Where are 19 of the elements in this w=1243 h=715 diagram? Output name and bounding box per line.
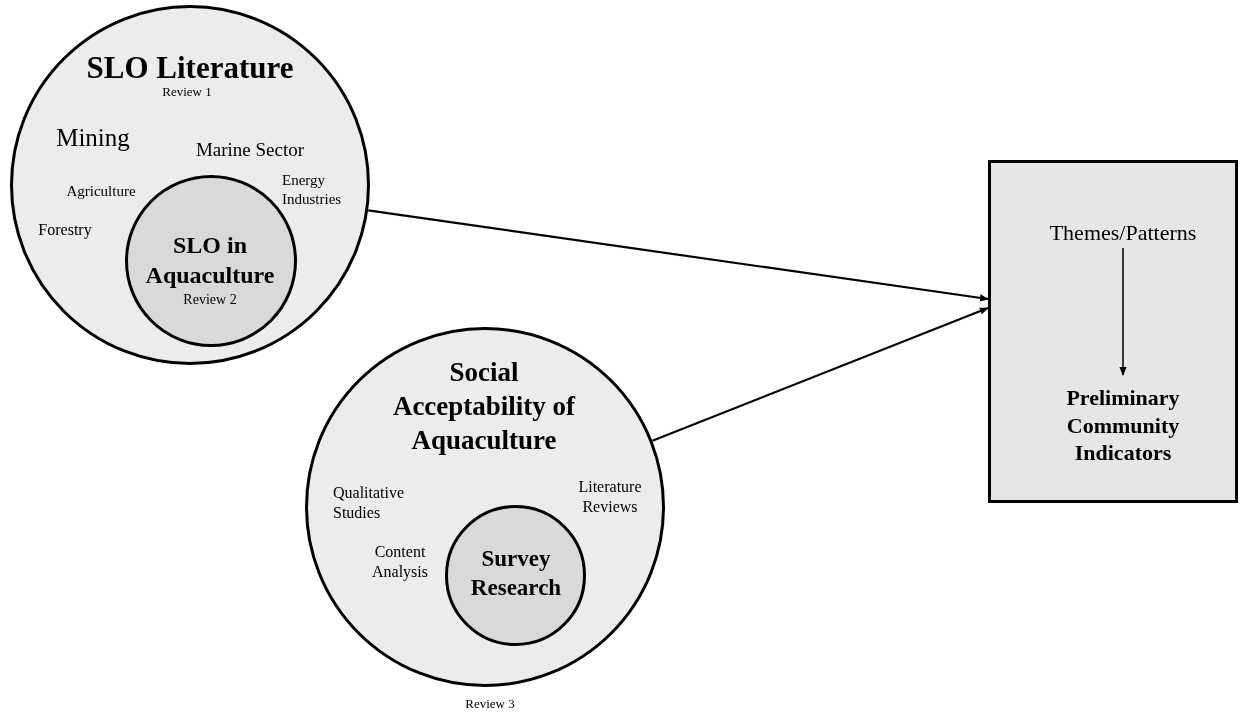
topic-label: Marine Sector (194, 138, 306, 162)
arrow (651, 306, 989, 442)
topic-label: Energy Industries (282, 171, 343, 209)
topic-label: Forestry (37, 220, 93, 240)
arrow (368, 209, 989, 302)
arrow (1119, 247, 1127, 376)
topic-label: Agriculture (65, 181, 137, 201)
topic-label: Qualitative Studies (333, 483, 406, 523)
indicator-label: Preliminary Community Indicators (1065, 383, 1181, 467)
process-box (988, 160, 1238, 503)
review-label: Review 2 (182, 291, 238, 309)
topic-label: Literature Reviews (577, 477, 643, 517)
topic-label: Content Analysis (371, 542, 429, 582)
circle-title: Social Acceptability of Aquaculture (391, 356, 577, 457)
theme-label: Themes/Patterns (1048, 219, 1198, 247)
circle-title: Survey Research (469, 545, 563, 602)
circle-title: SLO in Aquaculture (144, 231, 276, 290)
review-label: Review 3 (464, 695, 516, 713)
topic-label: Mining (55, 123, 131, 154)
